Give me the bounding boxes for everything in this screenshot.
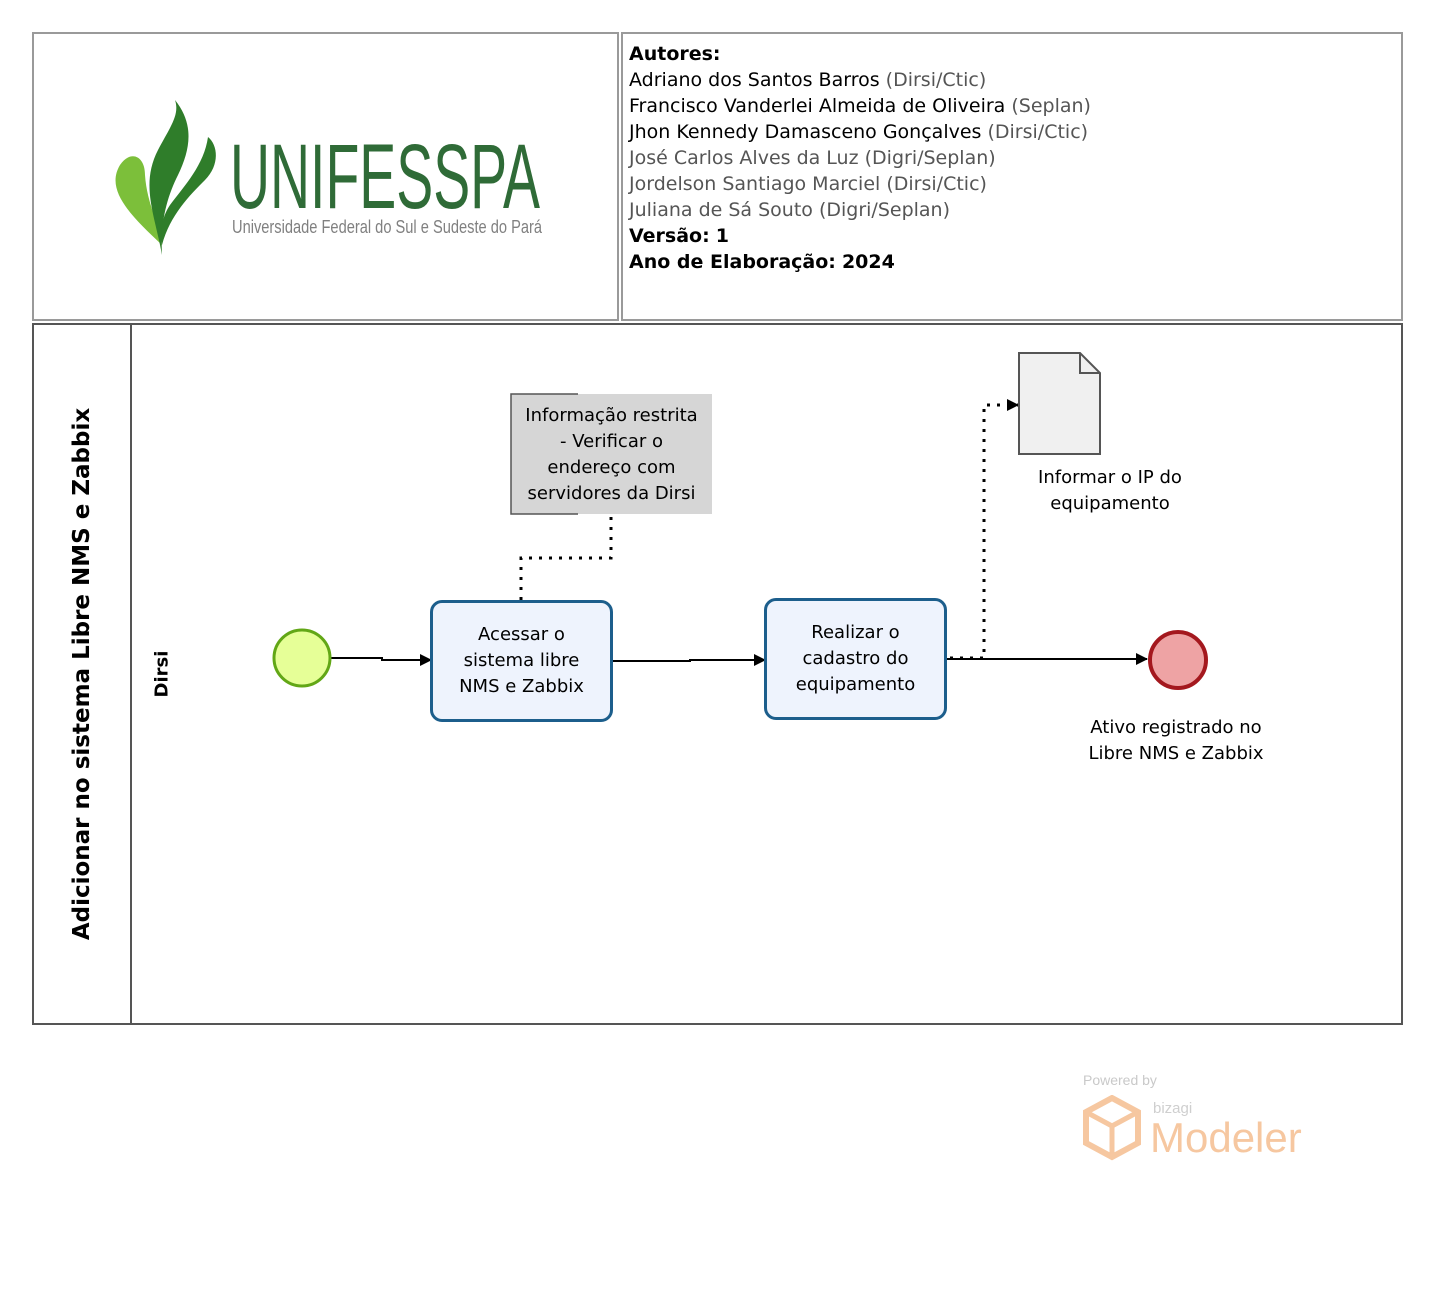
pool	[32, 323, 1403, 1025]
author-row: Jordelson Santiago Marciel (Dirsi/Ctic)	[629, 171, 1399, 197]
watermark-brand: bizagi	[1153, 1100, 1193, 1117]
task-acessar-sistema[interactable]: Acessar o sistema libre NMS e Zabbix	[430, 600, 613, 722]
author-org: (Digri/Seplan)	[864, 147, 996, 169]
annotation-bracket	[510, 393, 578, 515]
end-event[interactable]	[1148, 630, 1208, 690]
leaf-icon	[115, 100, 216, 255]
author-name: José Carlos Alves da Luz	[629, 147, 859, 169]
author-row: Jhon Kennedy Damasceno Gonçalves (Dirsi/…	[629, 119, 1399, 145]
sequence-flow-start-task1[interactable]	[331, 654, 432, 666]
year-label: Ano de Elaboração:	[629, 251, 836, 273]
author-row: Juliana de Sá Souto (Digri/Seplan)	[629, 197, 1399, 223]
author-org: (Seplan)	[1011, 95, 1091, 117]
task-label-line: Acessar o	[478, 624, 565, 645]
annotation-association[interactable]	[519, 515, 613, 600]
data-association[interactable]	[950, 399, 1019, 660]
task-label-line: Realizar o	[811, 622, 900, 643]
author-row: José Carlos Alves da Luz (Digri/Seplan)	[629, 145, 1399, 171]
author-org: (Dirsi/Ctic)	[886, 173, 987, 195]
sequence-flow-task1-task2[interactable]	[612, 654, 766, 666]
caption-line: equipamento	[1050, 493, 1170, 514]
logo-tagline: Universidade Federal do Sul e Sudeste do…	[232, 217, 543, 237]
watermark-powered-by: Powered by	[1083, 1072, 1157, 1088]
annotation-line: servidores da Dirsi	[527, 483, 696, 504]
authors-block: Autores: Adriano dos Santos Barros (Dirs…	[629, 41, 1399, 275]
authors-label: Autores:	[629, 43, 721, 65]
text-annotation[interactable]: Informação restrita - Verificar o endere…	[511, 394, 712, 514]
caption-line: Informar o IP do	[1038, 467, 1182, 488]
task-label-line: cadastro do	[802, 648, 909, 669]
author-name: Jhon Kennedy Damasceno Gonçalves	[629, 121, 982, 143]
watermark-product: Modeler	[1150, 1114, 1302, 1161]
author-name: Adriano dos Santos Barros	[629, 69, 880, 91]
end-event-caption: Ativo registrado no Libre NMS e Zabbix	[1056, 715, 1296, 767]
author-name: Francisco Vanderlei Almeida de Oliveira	[629, 95, 1006, 117]
task-label-line: sistema libre	[463, 650, 580, 671]
logo-wordmark: UNIFESSPA	[230, 126, 540, 228]
task-label-line: equipamento	[795, 674, 916, 695]
data-object[interactable]	[1018, 352, 1101, 455]
annotation-line: Informação restrita	[525, 405, 698, 426]
header-info-box	[621, 32, 1403, 321]
author-name: Jordelson Santiago Marciel	[629, 173, 881, 195]
author-row: Francisco Vanderlei Almeida de Oliveira …	[629, 93, 1399, 119]
start-event[interactable]	[272, 628, 332, 688]
caption-line: Libre NMS e Zabbix	[1088, 743, 1264, 764]
task-label-line: NMS e Zabbix	[459, 676, 584, 697]
author-org: (Digri/Seplan)	[818, 199, 951, 221]
author-name: Juliana de Sá Souto	[629, 199, 813, 221]
caption-line: Ativo registrado no	[1090, 717, 1262, 738]
author-row: Adriano dos Santos Barros (Dirsi/Ctic)	[629, 67, 1399, 93]
annotation-line: - Verificar o	[559, 431, 663, 452]
unifesspa-logo: UNIFESSPA Universidade Federal do Sul e …	[115, 100, 543, 255]
header-logo-box	[32, 32, 619, 321]
year-value: 2024	[841, 251, 895, 273]
pool-label-band	[32, 323, 132, 1025]
author-org: (Dirsi/Ctic)	[885, 69, 987, 91]
author-org: (Dirsi/Ctic)	[987, 121, 1089, 143]
task-realizar-cadastro[interactable]: Realizar o cadastro do equipamento	[764, 598, 947, 720]
data-object-caption: Informar o IP do equipamento	[1000, 465, 1220, 517]
bizagi-logo-icon	[1083, 1095, 1141, 1161]
version-label: Versão:	[629, 225, 710, 247]
version-value: 1	[715, 225, 729, 247]
annotation-line: endereço com	[547, 457, 676, 478]
